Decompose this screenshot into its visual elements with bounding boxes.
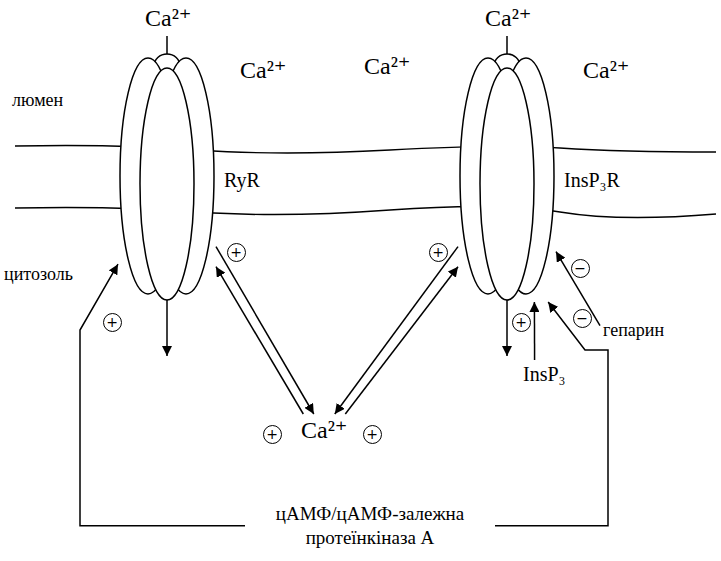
inhibition-sign: − (573, 309, 592, 328)
channel-outline (458, 50, 556, 302)
text-node: InsP₃ (520, 360, 569, 388)
agent-name: гепарин (603, 320, 664, 342)
activation-sign: + (363, 425, 382, 444)
calcium-ion: Ca²⁺ (364, 52, 411, 81)
channel-subunit (480, 68, 534, 300)
regulation-arrow (216, 267, 303, 414)
enzyme-name: цАМФ/цАМФ-залежна протеїнкіназа А (248, 502, 492, 550)
activation-sign: + (103, 313, 122, 332)
compartment-name: люмен (12, 90, 63, 112)
calcium-ion: Ca²⁺ (240, 56, 287, 85)
regulation-arrow (216, 247, 314, 414)
regulation-arrow (345, 267, 458, 414)
text-node: Ca²⁺ (298, 414, 351, 447)
ion-channel: RyR (118, 50, 216, 302)
compartment-name: цитозоль (4, 264, 73, 286)
activation-sign: + (227, 243, 246, 262)
inhibition-sign: − (571, 259, 590, 278)
channel-name: RyR (222, 168, 262, 192)
channel-subunit (140, 68, 194, 300)
calcium-ion: Ca²⁺ (485, 4, 532, 33)
activation-sign: + (263, 425, 282, 444)
agent-name: Ca²⁺ (301, 416, 348, 445)
agent-name: InsP₃ (523, 362, 566, 386)
text-node: гепарин (600, 318, 667, 344)
regulation-arrow (495, 302, 608, 526)
channel-outline (118, 50, 216, 302)
channel-name: InsP₃R (562, 168, 622, 192)
activation-sign: + (512, 313, 531, 332)
text-node: цАМФ/цАМФ-залежна протеїнкіназа А (245, 500, 495, 552)
membrane-line (15, 206, 716, 217)
regulation-arrow (80, 264, 245, 526)
regulation-arrow (335, 247, 458, 414)
ion-channel: InsP₃R (458, 50, 556, 302)
calcium-ion: Ca²⁺ (583, 56, 630, 85)
activation-sign: + (429, 243, 448, 262)
regulation-arrow (534, 302, 536, 360)
calcium-ion: Ca²⁺ (145, 4, 192, 33)
